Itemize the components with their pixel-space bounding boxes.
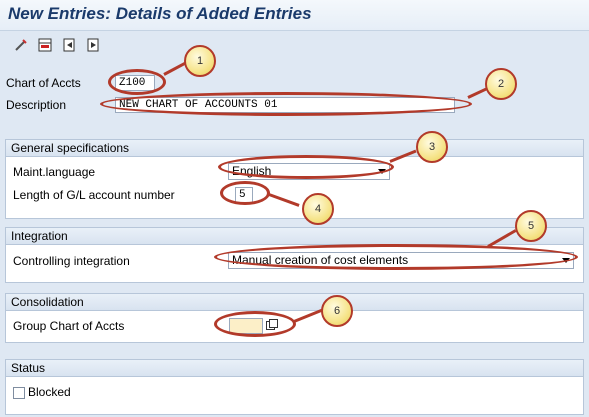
chart-of-accts-label: Chart of Accts: [6, 76, 81, 90]
maint-language-label: Maint.language: [13, 165, 96, 179]
blocked-label: Blocked: [28, 385, 71, 399]
controlling-integration-value: Manual creation of cost elements: [232, 253, 409, 267]
gl-length-label: Length of G/L account number: [13, 188, 175, 202]
group-header: General specifications: [6, 140, 583, 157]
edit-pencil-icon[interactable]: [13, 37, 29, 53]
maint-language-dropdown[interactable]: English: [228, 163, 390, 180]
callout-line-1: [163, 61, 186, 76]
gl-length-field[interactable]: 5: [235, 187, 253, 203]
callout-badge-1: 1: [184, 45, 216, 77]
group-chart-label: Group Chart of Accts: [13, 319, 125, 333]
callout-badge-4: 4: [302, 193, 334, 225]
chevron-down-icon: [378, 169, 386, 174]
group-header: Consolidation: [6, 294, 583, 311]
status-group: Status Blocked: [5, 359, 584, 415]
page-title: New Entries: Details of Added Entries: [8, 4, 312, 23]
group-title: General specifications: [11, 141, 130, 155]
description-field[interactable]: NEW CHART OF ACCOUNTS 01: [115, 97, 455, 113]
title-bar: New Entries: Details of Added Entries: [0, 0, 589, 31]
chevron-down-icon: [562, 258, 570, 263]
consolidation-group: Consolidation Group Chart of Accts: [5, 293, 584, 343]
toolbar: [0, 32, 589, 58]
previous-entry-icon[interactable]: [61, 37, 77, 53]
callout-badge-3: 3: [416, 131, 448, 163]
integration-group: Integration Controlling integration Manu…: [5, 227, 584, 283]
general-specifications-group: General specifications Maint.language En…: [5, 139, 584, 219]
callout-badge-5: 5: [515, 210, 547, 242]
group-header: Integration: [6, 228, 583, 245]
maint-language-value: English: [232, 164, 272, 178]
controlling-integration-label: Controlling integration: [13, 254, 130, 268]
group-title: Status: [11, 361, 46, 375]
delete-row-icon[interactable]: [37, 37, 53, 53]
next-entry-icon[interactable]: [85, 37, 101, 53]
controlling-integration-dropdown[interactable]: Manual creation of cost elements: [228, 252, 574, 269]
callout-badge-2: 2: [485, 68, 517, 100]
callout-badge-6: 6: [321, 295, 353, 327]
group-chart-field[interactable]: [229, 318, 263, 334]
group-title: Consolidation: [11, 295, 84, 309]
group-header: Status: [6, 360, 583, 377]
value-help-icon[interactable]: [266, 319, 278, 331]
group-title: Integration: [11, 229, 68, 243]
description-label: Description: [6, 98, 67, 112]
chart-of-accts-field[interactable]: Z100: [115, 75, 155, 91]
blocked-checkbox[interactable]: [13, 387, 25, 399]
